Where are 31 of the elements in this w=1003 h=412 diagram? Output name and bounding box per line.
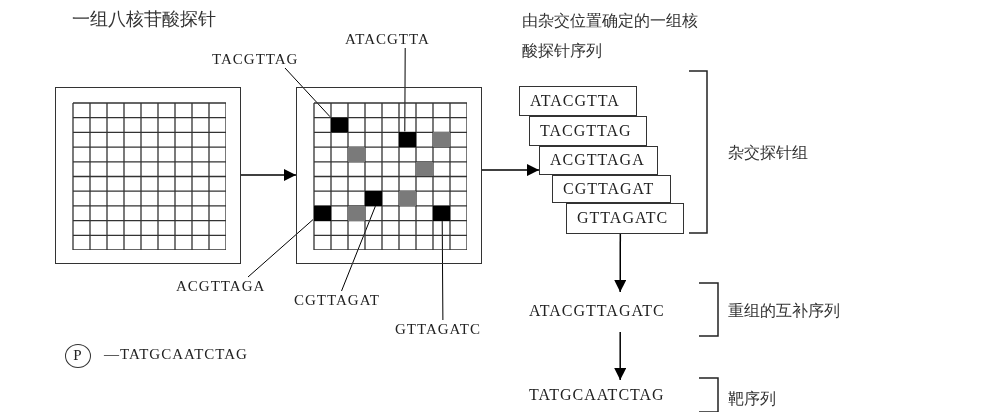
sequence-label: ATACGTTA	[345, 30, 431, 48]
bracket-label: 杂交探针组	[728, 142, 809, 164]
sequence-label: ACGTTAGA	[176, 277, 276, 295]
arrow	[240, 169, 297, 181]
leader-line	[247, 219, 314, 278]
sequence-text: TATGCAATCTAG	[529, 380, 681, 412]
heading: 一组八核苷酸探针	[72, 8, 217, 30]
probe-box: GTTAGATC	[566, 203, 684, 234]
sequence-text: —TATGCAATCTAG	[104, 346, 248, 363]
heading: 由杂交位置确定的一组核酸探针序列	[522, 10, 699, 62]
probe-box: TACGTTAG	[529, 116, 647, 146]
probe-box: ATACGTTA	[519, 86, 637, 116]
leader-line	[341, 204, 377, 292]
sequence-text: ATACGTTAGATC	[529, 292, 681, 332]
leader-line	[284, 67, 331, 118]
sequence-label: CGTTAGAT	[294, 291, 389, 309]
sequence-label: GTTAGATC	[395, 320, 497, 338]
arrow	[481, 164, 540, 177]
probe-box: ACGTTAGA	[539, 146, 658, 175]
arrow	[614, 233, 627, 293]
probe-box: CGTTAGAT	[552, 175, 671, 203]
probe-spot	[399, 132, 416, 148]
arrow	[614, 331, 627, 381]
microarray-chip	[296, 87, 482, 264]
leader-line	[441, 219, 444, 321]
sequence-label: TACGTTAG	[212, 50, 300, 68]
bracket-label: 重组的互补序列	[728, 300, 841, 322]
probe-spot	[365, 191, 382, 206]
bracket-label: 靶序列	[728, 388, 777, 410]
leader-line	[404, 47, 406, 132]
microarray-chip	[55, 87, 241, 264]
